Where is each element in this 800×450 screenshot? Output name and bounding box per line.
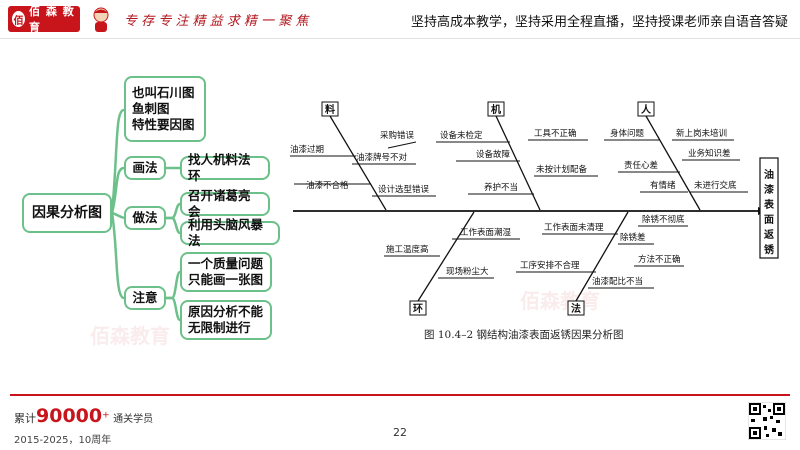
brand-logo: 佰 佰 森 教 育 <box>8 5 80 34</box>
alias-item: 鱼刺图 <box>132 101 170 116</box>
fishbone-cause: 方法不正确 <box>638 254 681 265</box>
fishbone-cause: 除锈差 <box>620 232 646 243</box>
fishbone-cause: 设计选型错误 <box>378 184 430 195</box>
logo-text: 佰 森 教 育 <box>29 5 75 34</box>
watermark: 佰森教育 <box>90 324 170 348</box>
fishbone-cause: 设备故障 <box>476 149 511 160</box>
branch-notes: 注意 <box>124 286 166 310</box>
fishbone-effect-char: 漆 <box>764 183 774 196</box>
alias-item: 也叫石川图 <box>132 85 195 100</box>
fishbone-cause: 养护不当 <box>484 182 518 193</box>
count-plus: + <box>102 410 110 421</box>
fishbone-cause: 油漆过期 <box>290 144 324 155</box>
fishbone-cause: 工作表面潮湿 <box>460 227 512 238</box>
fishbone-diagram: 料 机 人 环 法 油 漆 表 面 返 锈 油漆过期 采购错误 油漆牌号不对 油… <box>290 101 779 316</box>
fishbone-cause: 身体问题 <box>610 128 645 139</box>
fishbone-cause: 工序安排不合理 <box>520 260 580 271</box>
anniversary-text: 2015-2025，10周年 <box>14 435 112 446</box>
mindmap-alias-group: 也叫石川图 鱼刺图 特性要因图 <box>124 76 206 142</box>
fishbone-cause: 设备未检定 <box>440 130 483 141</box>
count-value: 90000 <box>36 405 103 427</box>
header-divider <box>0 38 800 39</box>
notes-item: 一个质量问题 只能画一张图 <box>180 252 272 292</box>
notes-item: 原因分析不能 无限制进行 <box>180 300 272 340</box>
fishbone-cause: 工作表面未清理 <box>544 222 604 233</box>
header-tagline: 坚持高成本教学，坚持采用全程直播，坚持授课老师亲自语音答疑 <box>410 15 788 30</box>
fishbone-category: 料 <box>325 103 335 116</box>
procedure-item: 召开诸葛亮会 <box>180 188 270 219</box>
fishbone-cause: 油漆配比不当 <box>592 276 643 287</box>
fishbone-category: 机 <box>491 103 501 116</box>
count-suffix: 通关学员 <box>113 414 154 425</box>
fishbone-effect-char: 锈 <box>764 243 774 256</box>
fishbone-cause: 工具不正确 <box>534 128 577 139</box>
branch-procedure: 做法 <box>124 206 166 230</box>
fishbone-effect-char: 面 <box>764 214 774 226</box>
branch-drawing-method: 画法 <box>124 156 166 180</box>
logo-icon: 佰 <box>12 11 26 27</box>
fishbone-category: 环 <box>413 303 423 315</box>
fishbone-effect-char: 油 <box>764 168 774 181</box>
fishbone-cause: 油漆牌号不对 <box>356 152 408 163</box>
alias-item: 特性要因图 <box>132 117 195 132</box>
fishbone-category: 法 <box>571 302 581 315</box>
fishbone-cause: 新上岗未培训 <box>676 128 727 139</box>
page-number: 22 <box>393 426 407 439</box>
procedure-item: 利用头脑风暴法 <box>180 217 280 248</box>
mindmap-root: 因果分析图 <box>22 193 112 233</box>
mascot-icon <box>93 7 109 32</box>
fishbone-cause: 未进行交底 <box>694 180 737 191</box>
mindmap-connectors <box>110 108 182 322</box>
fishbone-effect-char: 表 <box>763 198 775 211</box>
fishbone-cause: 施工温度高 <box>386 244 429 255</box>
fishbone-effect-char: 返 <box>764 228 774 241</box>
fishbone-cause: 责任心差 <box>624 160 658 171</box>
count-prefix: 累计 <box>14 412 36 425</box>
fishbone-cause: 采购错误 <box>380 130 415 141</box>
watermark: 佰森教育 <box>520 289 600 313</box>
footer-divider <box>10 394 790 396</box>
fishbone-category: 人 <box>641 103 652 116</box>
fishbone-cause: 现场粉尘大 <box>446 266 489 277</box>
fishbone-cause: 油漆不合格 <box>306 180 349 191</box>
slogan-calligraphy: 专 存 专 注 精 益 求 精 一 聚 焦 <box>124 14 309 29</box>
fishbone-cause: 有情绪 <box>650 180 676 191</box>
fishbone-cause: 未按计划配备 <box>536 164 588 175</box>
figure-caption: 图 10.4–2 钢结构油漆表面返锈因果分析图 <box>424 329 624 341</box>
fishbone-cause: 除锈不彻底 <box>642 214 685 225</box>
learner-count: 累计90000+ 通关学员 <box>14 405 153 427</box>
drawing-method-item: 找人机料法环 <box>180 152 270 183</box>
fishbone-cause: 业务知识差 <box>688 148 731 159</box>
qr-code-icon <box>748 402 786 440</box>
